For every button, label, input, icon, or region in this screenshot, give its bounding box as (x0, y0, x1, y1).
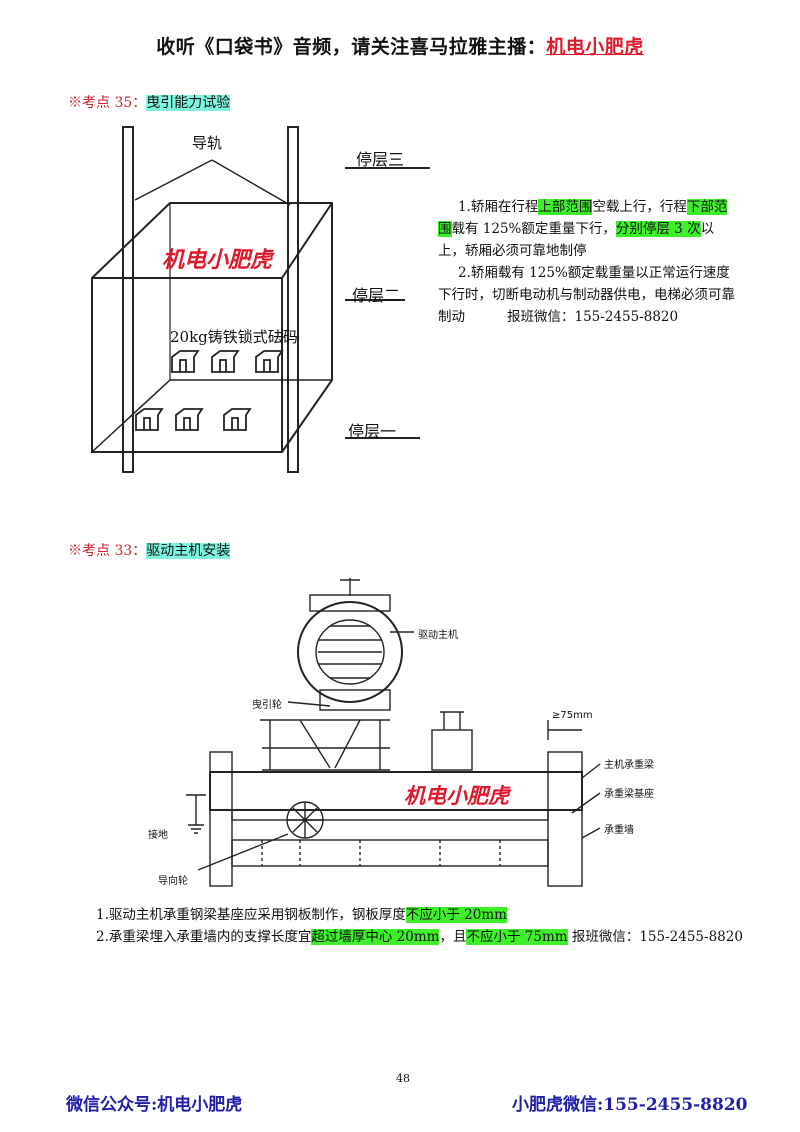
section1-label: ※考点 35：曳引能力试验 (68, 92, 231, 112)
hl-stop-3-times: 分别停层 3 次 (615, 221, 701, 237)
motor-top-frame (309, 594, 391, 612)
section1-wechat: 报班微信：155-2455-8820 (507, 309, 679, 325)
motor-base (319, 689, 391, 711)
section2-watermark: 机电小肥虎 (404, 784, 509, 808)
base-pointer (571, 792, 601, 814)
rail-pointer-lines (134, 159, 291, 206)
section1-mark: ※考点 35： (68, 95, 147, 111)
car-front (91, 277, 283, 453)
sheave-top (440, 711, 464, 730)
gap-label: ≥75mm (552, 710, 593, 721)
guide-wheel-circle (286, 801, 324, 839)
footer-left: 微信公众号:机电小肥虎 (66, 1095, 243, 1115)
footer-right: 小肥虎微信:155-2455-8820 (512, 1095, 748, 1115)
section2-mark: ※考点 33： (68, 543, 147, 559)
hl-not-less-20mm: 不应小于 20mm (405, 907, 507, 923)
traction-wheel-label: 曳引轮 (252, 700, 282, 711)
stop3-label: 停层三 (356, 150, 405, 169)
guide-wheel-spokes (287, 802, 323, 838)
car-edge (281, 202, 333, 279)
beam-base (231, 809, 549, 821)
gap-dimension (547, 720, 582, 740)
header-prefix: 收听《口袋书》音频，请关注喜马拉雅主播： (156, 36, 547, 58)
guide-rail-right (287, 126, 299, 473)
ground-symbol (186, 794, 206, 834)
ground-label: 接地 (148, 830, 168, 841)
section2-wechat: 报班微信：155-2455-8820 (567, 929, 743, 945)
section2-paragraph1: 1.驱动主机承重钢梁基座应采用钢板制作，钢板厚度不应小于 20mm (96, 907, 507, 923)
section1-watermark: 机电小肥虎 (162, 248, 273, 273)
motor-housing (297, 601, 403, 703)
machine-struts (299, 719, 361, 769)
sheave-frame (431, 729, 473, 771)
weights-label: 20kg铸铁锁式砝码 (170, 328, 298, 346)
beam-pointer (581, 763, 601, 779)
page-header: 收听《口袋书》音频，请关注喜马拉雅主播：机电小肥虎 (0, 32, 800, 59)
guide-rail-left (122, 126, 134, 473)
hl-exceed-center-20mm: 超过墙厚中心 20mm (311, 929, 440, 945)
rail-label: 导轨 (192, 134, 223, 152)
motor-grille (318, 625, 382, 679)
floor-slab (231, 839, 549, 867)
guide-wheel-pointer (197, 833, 289, 871)
main-bearing-beam (209, 771, 583, 811)
section2-paragraph2: 2.承重梁埋入承重墙内的支撑长度宜超过墙厚中心 20mm，且不应小于 75mm … (96, 929, 743, 945)
main-beam-label: 主机承重梁 (604, 760, 654, 771)
car-floor (91, 379, 332, 453)
section1-title: 曳引能力试验 (146, 95, 231, 111)
hl-lower: 下部 (686, 199, 714, 215)
drive-machine-label: 驱动主机 (418, 630, 458, 641)
motor-inner (315, 619, 385, 685)
header-brand: 机电小肥虎 (546, 36, 644, 58)
weights-group (135, 350, 284, 431)
beam-base-label: 承重梁基座 (604, 789, 654, 800)
stop1-label: 停层一 (348, 422, 397, 441)
guide-wheel-label: 导向轮 (158, 876, 188, 887)
section1-paragraph1: 1.轿厢在行程上部范围空载上行，行程下部范围载有 125%额定重量下行，分别停层… (438, 199, 728, 259)
left-wall (209, 751, 233, 887)
page-number: 48 (396, 1072, 410, 1085)
hl-upper-range: 上部范围 (538, 199, 593, 215)
stop2-label: 停层二 (352, 286, 401, 305)
wall-pointer (581, 827, 601, 839)
motor-top-bolt (340, 578, 360, 596)
bearing-wall-label: 承重墙 (604, 825, 634, 836)
section2-label: ※考点 33：驱动主机安装 (68, 540, 231, 560)
section2-title: 驱动主机安装 (146, 543, 231, 559)
right-wall (547, 751, 583, 887)
hl-not-less-75mm: 不应小于 75mm (466, 929, 568, 945)
section1-paragraph2: 2.轿厢载有 125%额定载重量以正常运行速度下行时，切断电动机与制动器供电，电… (438, 265, 735, 325)
traction-pointer (287, 701, 331, 707)
machine-frame (260, 719, 390, 771)
